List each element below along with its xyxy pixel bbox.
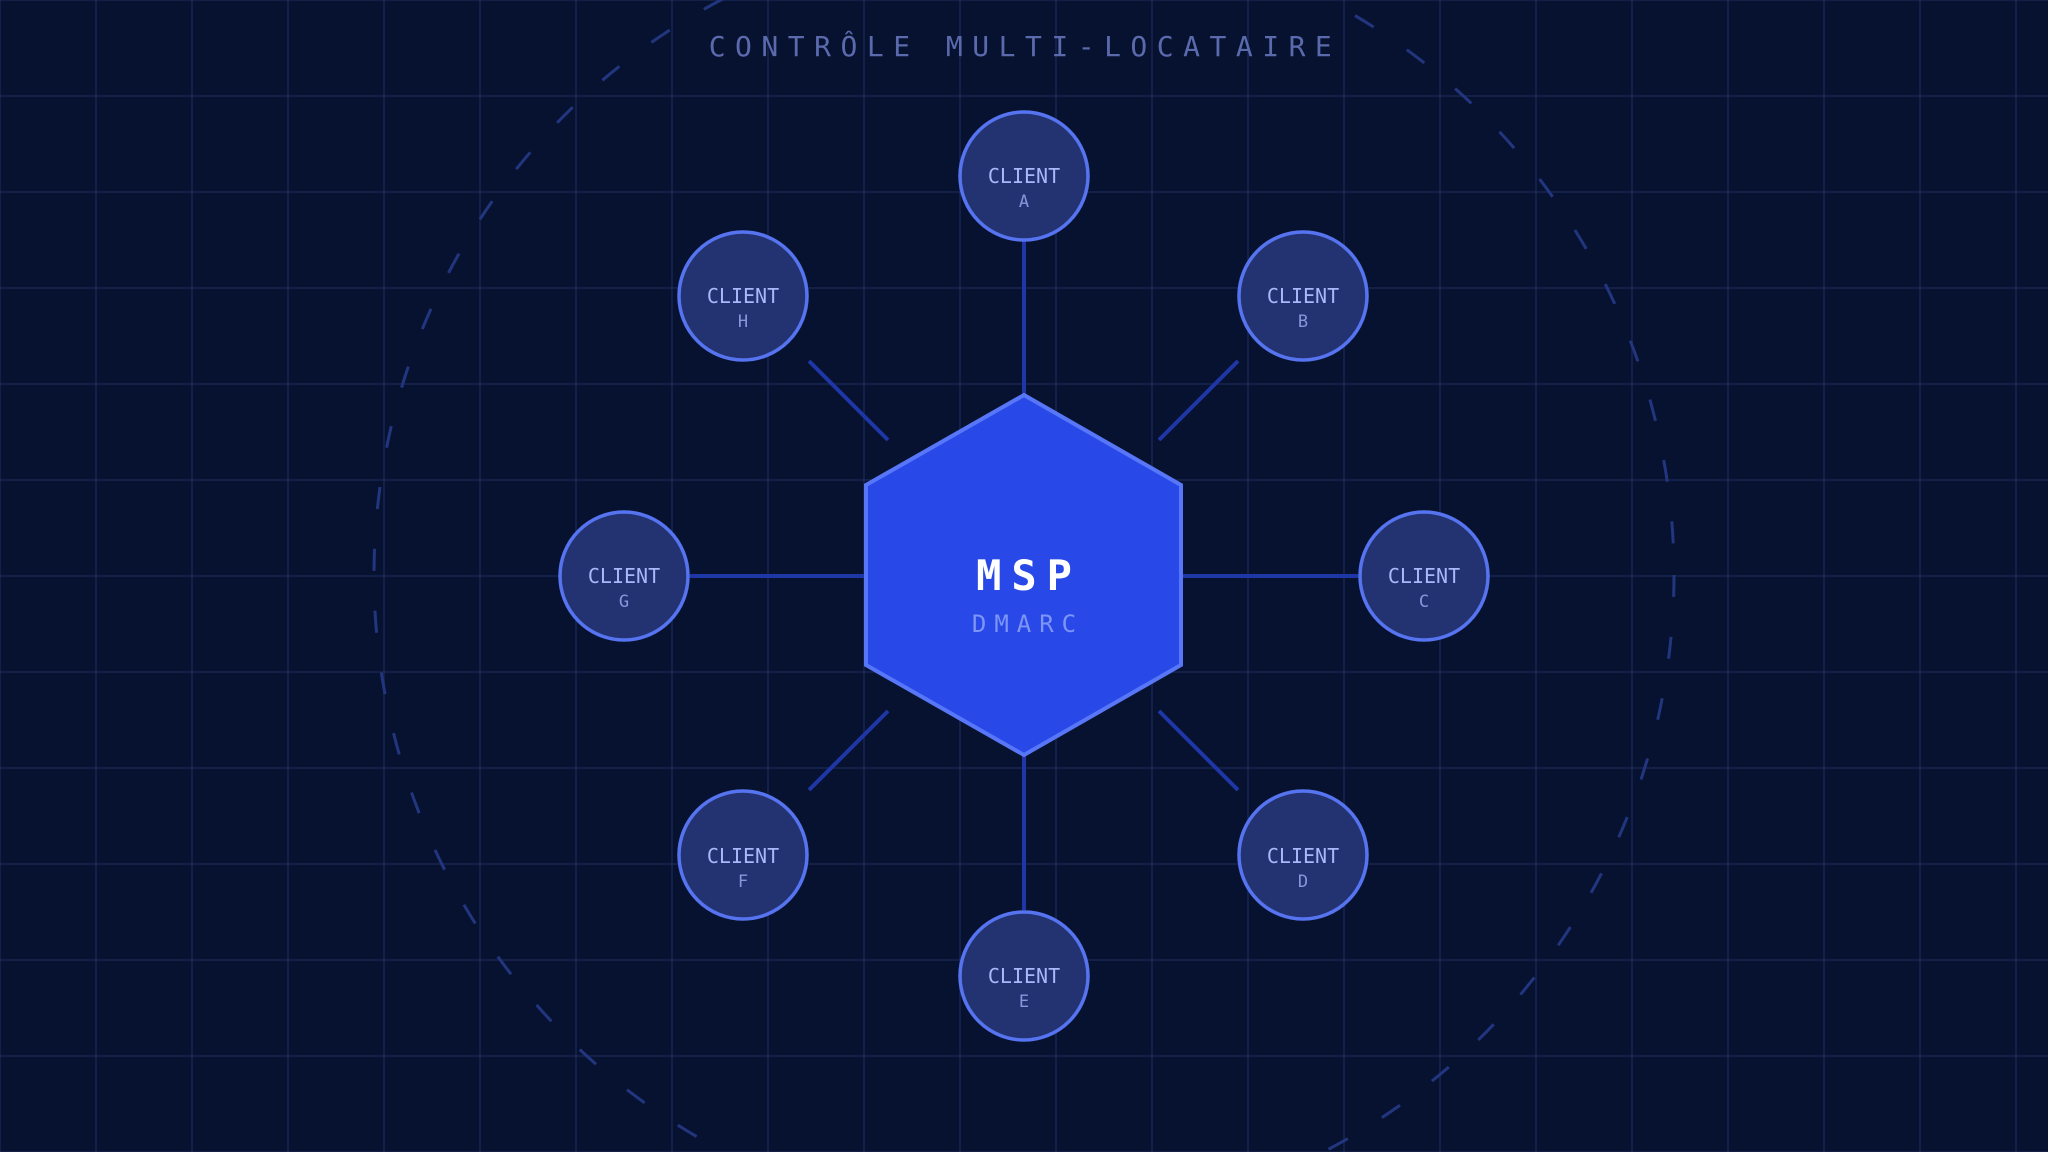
client-node-f[interactable]: CLIENT F — [677, 789, 809, 921]
client-label: CLIENT — [988, 164, 1060, 188]
client-id: E — [1019, 992, 1029, 1012]
msp-hub[interactable]: MSP DMARC — [864, 392, 1183, 758]
client-node-c[interactable]: CLIENT C — [1358, 510, 1490, 642]
client-node-d[interactable]: CLIENT D — [1237, 789, 1369, 921]
client-id: H — [738, 312, 748, 332]
client-circle — [677, 230, 809, 362]
client-label: CLIENT — [588, 564, 660, 588]
client-label: CLIENT — [988, 964, 1060, 988]
client-id: B — [1298, 312, 1308, 332]
client-id: A — [1019, 192, 1029, 212]
client-label: CLIENT — [1388, 564, 1460, 588]
connector-b — [1157, 359, 1240, 442]
diagram-title: CONTRÔLE MULTI-LOCATAIRE — [709, 29, 1342, 63]
hub-hexagon — [864, 392, 1183, 758]
client-id: G — [619, 592, 629, 612]
client-circle — [677, 789, 809, 921]
hub-title: MSP — [976, 551, 1082, 600]
client-id: C — [1419, 592, 1429, 612]
client-circle — [958, 910, 1090, 1042]
client-node-a[interactable]: CLIENT A — [958, 110, 1090, 242]
client-label: CLIENT — [1267, 844, 1339, 868]
client-label: CLIENT — [1267, 284, 1339, 308]
client-circle — [1237, 230, 1369, 362]
client-circle — [1358, 510, 1490, 642]
client-circle — [558, 510, 690, 642]
client-node-e[interactable]: CLIENT E — [958, 910, 1090, 1042]
hub-subtitle: DMARC — [972, 610, 1084, 638]
orbit-ring — [372, 0, 1676, 1152]
client-id: D — [1298, 872, 1308, 892]
client-node-h[interactable]: CLIENT H — [677, 230, 809, 362]
client-id: F — [738, 872, 748, 892]
connector-d — [1157, 709, 1240, 792]
connector-h — [807, 359, 890, 442]
client-circle — [958, 110, 1090, 242]
client-label: CLIENT — [707, 844, 779, 868]
connector-f — [807, 709, 890, 792]
client-node-g[interactable]: CLIENT G — [558, 510, 690, 642]
connectors — [690, 241, 1358, 910]
client-circle — [1237, 789, 1369, 921]
client-label: CLIENT — [707, 284, 779, 308]
client-node-b[interactable]: CLIENT B — [1237, 230, 1369, 362]
